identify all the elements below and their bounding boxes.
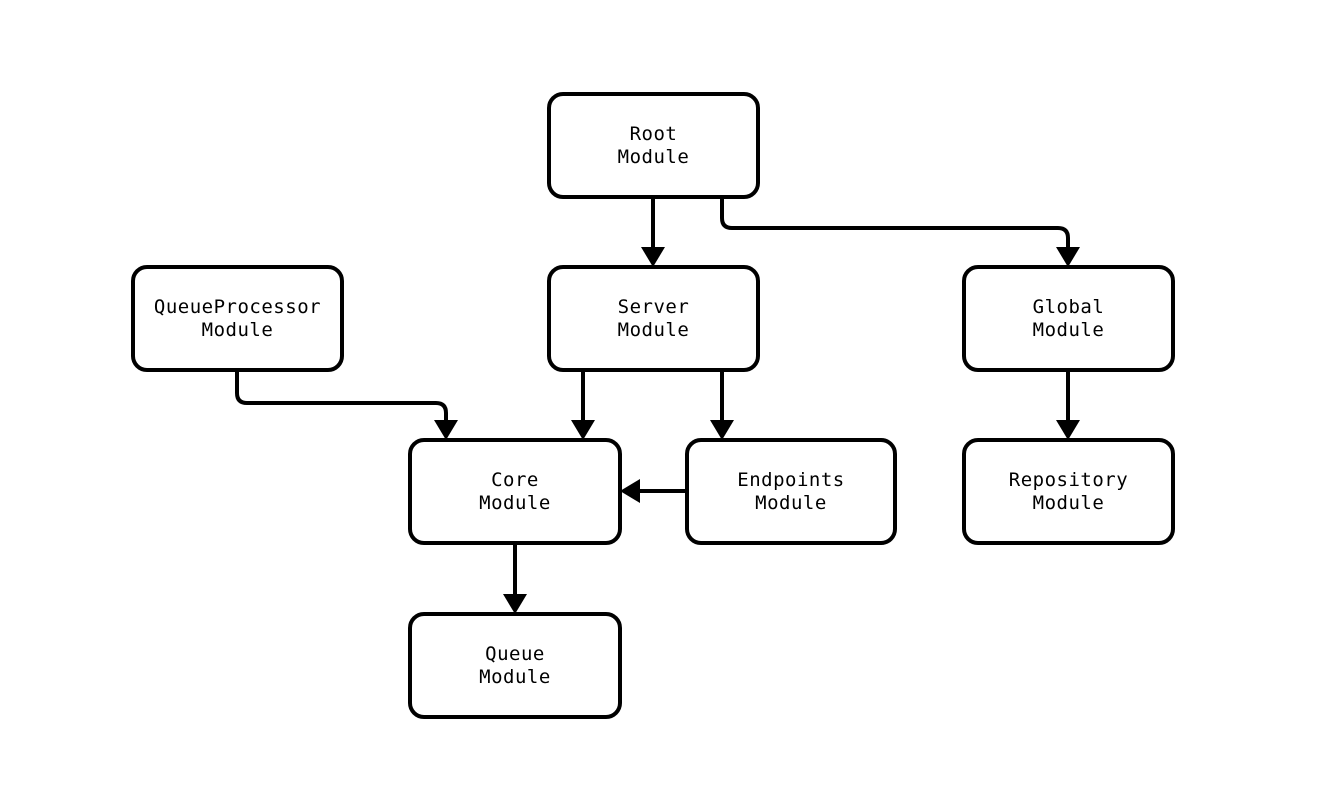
- nodes-layer: RootModuleQueueProcessorModuleServerModu…: [131, 92, 1175, 719]
- node-shape[interactable]: [131, 265, 344, 372]
- arrowhead-icon: [710, 420, 734, 440]
- edge-root-to-global: [720, 197, 1080, 267]
- node-label-line1: Queue: [485, 643, 545, 665]
- arrowhead-icon: [434, 420, 458, 440]
- arrowhead-icon: [1056, 247, 1080, 267]
- node-label-line2: Module: [1033, 319, 1105, 341]
- edge-queueprocessor-to-core: [235, 370, 458, 440]
- node-shape[interactable]: [547, 265, 760, 372]
- node-label-line2: Module: [479, 666, 551, 688]
- node-label-line1: Server: [618, 296, 690, 318]
- node-label-line2: Module: [618, 319, 690, 341]
- arrowhead-icon: [503, 594, 527, 614]
- node-label-line1: Endpoints: [737, 469, 844, 491]
- edge-server-to-endpoints: [710, 370, 734, 440]
- node-label-line2: Module: [202, 319, 274, 341]
- node-label-line1: Repository: [1009, 469, 1128, 491]
- node-label-line1: Root: [630, 123, 678, 145]
- edge-root-to-server: [641, 197, 665, 267]
- edge-line: [235, 370, 448, 428]
- arrowhead-icon: [1056, 420, 1080, 440]
- arrowhead-icon: [620, 479, 640, 503]
- node-shape[interactable]: [408, 612, 622, 719]
- edges-layer: [235, 197, 1080, 614]
- node-label-line2: Module: [755, 492, 827, 514]
- edge-global-to-repository: [1056, 370, 1080, 440]
- node-label-line1: Core: [491, 469, 539, 491]
- node-label-line2: Module: [618, 146, 690, 168]
- node-shape[interactable]: [962, 265, 1175, 372]
- edge-endpoints-to-core: [620, 479, 687, 503]
- node-shape[interactable]: [547, 92, 760, 199]
- node-label-line2: Module: [479, 492, 551, 514]
- node-shape[interactable]: [962, 438, 1175, 545]
- edge-core-to-queue: [503, 543, 527, 614]
- node-label-line1: QueueProcessor: [154, 296, 321, 318]
- node-shape[interactable]: [685, 438, 897, 545]
- arrowhead-icon: [641, 247, 665, 267]
- arrowhead-icon: [571, 420, 595, 440]
- edge-line: [720, 197, 1070, 255]
- node-label-line1: Global: [1033, 296, 1105, 318]
- edge-server-to-core: [571, 370, 595, 440]
- node-shape[interactable]: [408, 438, 622, 545]
- node-label-line2: Module: [1033, 492, 1105, 514]
